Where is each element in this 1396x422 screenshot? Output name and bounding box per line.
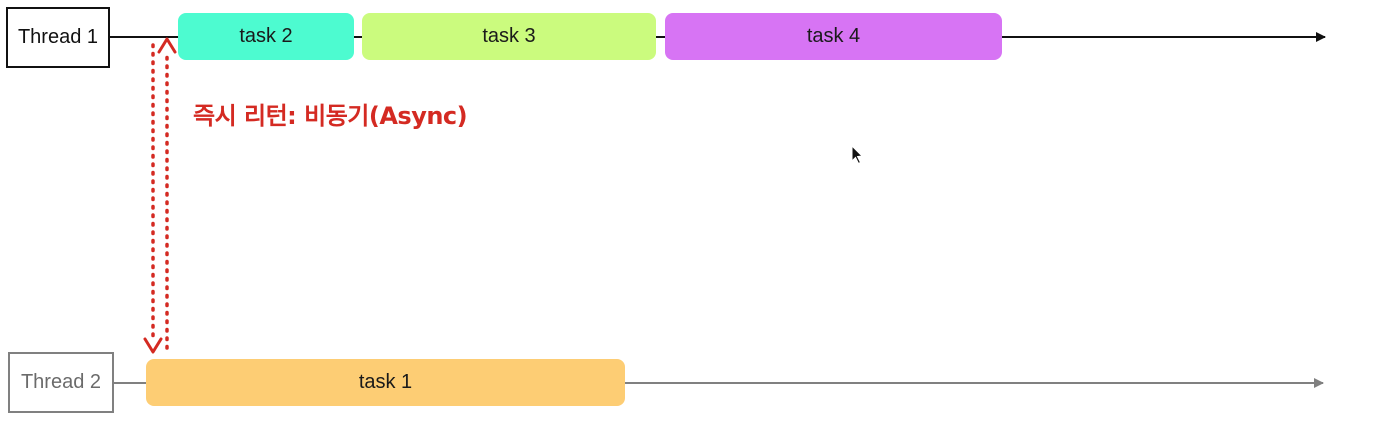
mouse-cursor-icon [851,144,864,165]
thread2-label-box: Thread 2 [8,352,114,413]
async-return-arrow [143,37,177,354]
thread1-label-box: Thread 1 [6,7,110,68]
task-3-label: task 3 [482,25,536,47]
task-1-block: task 1 [146,359,625,406]
async-arrowhead-down [143,337,163,354]
thread1-label: Thread 1 [17,26,99,48]
task-4-block: task 4 [665,13,1002,60]
async-arrowhead-up [157,37,177,54]
task-1-label: task 1 [358,371,413,393]
async-return-label: 즉시 리턴: 비동기(Async) [193,102,468,130]
task-2-block: task 2 [178,13,354,60]
thread2-label: Thread 2 [20,371,102,393]
task-4-label: task 4 [806,25,861,47]
task-2-label: task 2 [239,25,293,47]
task-3-block: task 3 [362,13,656,60]
